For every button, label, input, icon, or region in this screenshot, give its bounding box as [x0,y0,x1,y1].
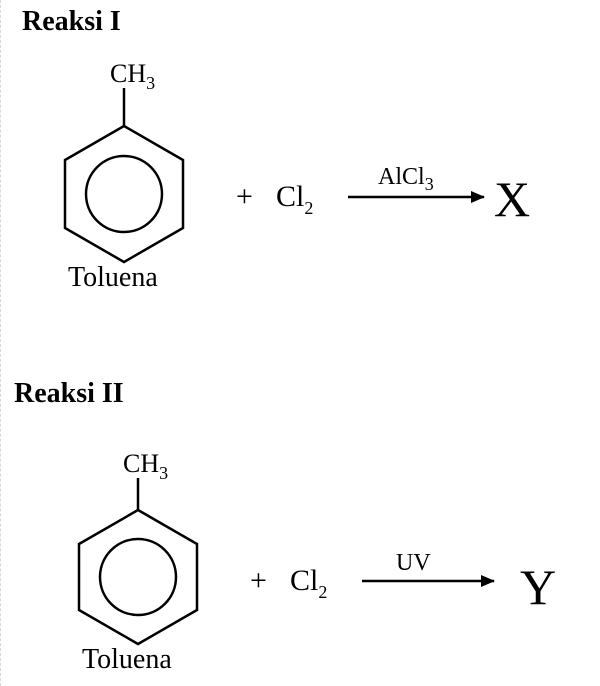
reaction-1-heading: Reaksi I [22,6,121,37]
page-left-border [0,0,3,686]
product-label-y: Y [520,559,556,615]
plus-sign-2: + [250,564,267,597]
benzene-ring-1 [63,124,185,264]
condition-label-2: UV [396,550,431,576]
reaction-1: CH3 Toluena + Cl2 AlCl3 X [63,59,530,293]
reactant-name-2: Toluena [82,644,172,675]
benzene-ring-2 [77,508,199,646]
product-label-x: X [494,171,530,227]
aromatic-circle-2 [98,537,178,617]
aromatic-circle-1 [84,154,164,234]
toluene-structure-1 [63,88,185,264]
methyl-label-2: CH3 [123,449,168,483]
reactant-name-1: Toluena [68,262,158,293]
reaction-2: CH3 Toluena + Cl2 UV Y [77,449,556,675]
plus-sign-1: + [236,180,253,213]
methyl-label-1: CH3 [110,59,155,93]
reaction-2-heading: Reaksi II [14,378,124,409]
toluene-structure-2 [77,478,199,646]
reagent-label-1: Cl2 [276,180,313,218]
condition-label-1: AlCl3 [378,164,434,194]
reagent-label-2: Cl2 [290,564,327,602]
